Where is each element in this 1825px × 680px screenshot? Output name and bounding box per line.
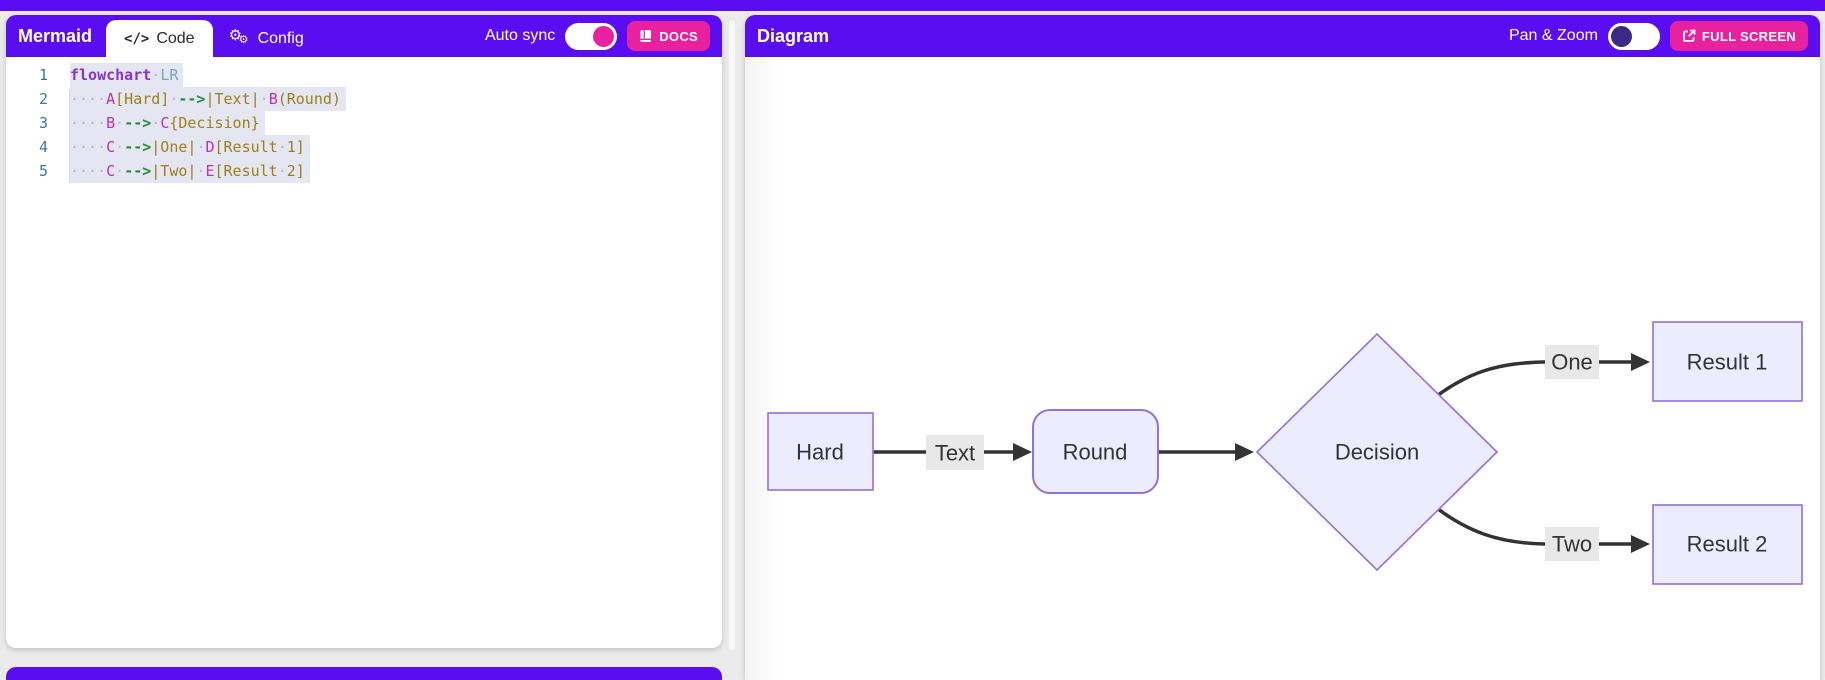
tab-config[interactable]: ⚙⚙ Config [213, 20, 322, 57]
diagram-panel: Diagram Pan & Zoom FULL SCREEN [745, 15, 1820, 680]
pan-zoom-toggle[interactable] [1607, 22, 1660, 50]
svg-text:Result 2: Result 2 [1687, 532, 1768, 557]
diagram-panel-title: Diagram [757, 25, 830, 46]
tab-config-label: Config [257, 29, 304, 47]
edge-decision-result1 [1421, 360, 1633, 409]
node-hard: Hard [767, 412, 874, 491]
external-link-icon [1682, 29, 1696, 43]
auto-sync-toggle-knob [593, 25, 615, 47]
svg-text:Decision: Decision [1335, 440, 1419, 465]
line-number: 1 [38, 66, 48, 84]
full-screen-button[interactable]: FULL SCREEN [1669, 21, 1808, 51]
panel-resize-handle[interactable] [729, 20, 735, 650]
edge-label-text: Text [935, 441, 975, 466]
indent-guide [69, 89, 70, 183]
arrowhead-result2 [1631, 535, 1650, 553]
code-line[interactable]: ····A[Hard]·-->|Text|·B(Round) [70, 87, 346, 111]
gear-icon: ⚙⚙ [228, 26, 249, 46]
arrowhead-decision [1235, 443, 1254, 461]
line-numbers: 1 2 3 4 5 [6, 63, 48, 183]
code-editor[interactable]: 1 2 3 4 5 flowchart·LR····A[Hard]·-->|Text|·… [6, 57, 722, 183]
node-result-1: Result 1 [1652, 321, 1803, 402]
code-lines[interactable]: flowchart·LR····A[Hard]·-->|Text|·B(Roun… [48, 63, 346, 183]
arrowhead-result1 [1631, 353, 1650, 371]
line-number: 2 [38, 90, 48, 108]
editor-panel-title: Mermaid [18, 25, 93, 46]
pan-zoom-label: Pan & Zoom [1508, 27, 1598, 44]
docs-button[interactable]: DOCS [627, 21, 710, 51]
diagram-canvas[interactable]: Text One Two Hard Round Decision Result … [745, 57, 1820, 680]
edge-label-two: Two [1552, 532, 1592, 557]
edge-label-one-bg [1545, 345, 1599, 379]
auto-sync-label: Auto sync [484, 27, 556, 44]
svg-text:Round: Round [1063, 440, 1128, 465]
code-line[interactable]: ····B·-->·C{Decision} [70, 111, 346, 135]
auto-sync-toggle[interactable] [565, 22, 618, 50]
line-number: 5 [38, 162, 48, 180]
code-line[interactable]: ····C·-->|One|·D[Result·1] [70, 135, 346, 159]
book-icon [639, 29, 653, 43]
node-decision: Decision [1255, 332, 1499, 572]
code-line[interactable]: ····C·-->|Two|·E[Result·2] [70, 159, 346, 183]
edge-label-text-bg [926, 435, 984, 470]
editor-panel-header: Mermaid </> Code ⚙⚙ Config Auto sync [6, 15, 722, 57]
arrowhead-round [1013, 443, 1032, 461]
tab-code[interactable]: </> Code [106, 20, 213, 57]
svg-text:Hard: Hard [796, 440, 844, 465]
code-line[interactable]: flowchart·LR [70, 63, 346, 87]
edge-label-one: One [1551, 350, 1593, 375]
docs-button-label: DOCS [659, 28, 698, 44]
sample-diagrams-panel-header-edge [6, 667, 722, 680]
pan-zoom-toggle-knob [1610, 25, 1632, 47]
tab-code-label: Code [156, 29, 195, 47]
line-number: 3 [38, 114, 48, 132]
edge-label-two-bg [1545, 527, 1599, 561]
node-round: Round [1032, 409, 1159, 494]
editor-panel: Mermaid </> Code ⚙⚙ Config Auto sync [6, 15, 722, 648]
svg-text:Result 1: Result 1 [1687, 350, 1768, 375]
diagram-panel-header: Diagram Pan & Zoom FULL SCREEN [745, 15, 1820, 57]
edge-decision-result2 [1421, 495, 1633, 546]
site-navbar-bottom-strip [0, 0, 1825, 11]
flowchart-svg: Text One Two Hard Round Decision Result … [767, 321, 1803, 585]
full-screen-button-label: FULL SCREEN [1701, 28, 1796, 44]
line-number: 4 [38, 138, 48, 156]
code-icon: </> [124, 30, 150, 47]
node-result-2: Result 2 [1652, 504, 1803, 585]
